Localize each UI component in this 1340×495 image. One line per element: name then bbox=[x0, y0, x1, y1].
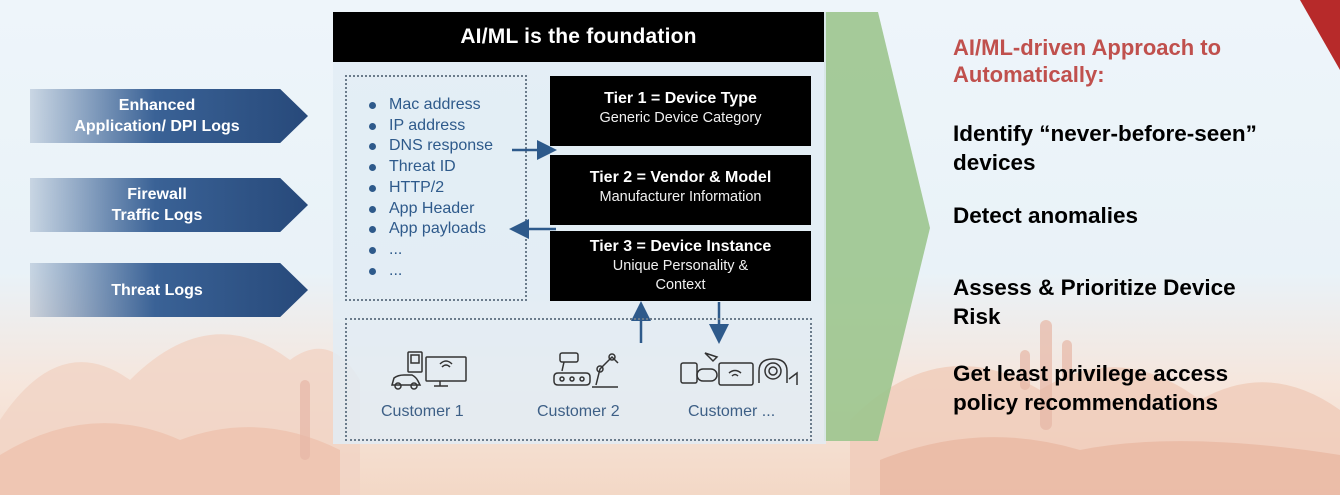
capability-line: devices bbox=[953, 150, 1036, 175]
camera-robot-arm-icon bbox=[553, 352, 619, 388]
capability-line: Get least privilege access bbox=[953, 361, 1229, 386]
panel-title: AI/ML is the foundation bbox=[333, 12, 824, 62]
tier-3-box: Tier 3 = Device Instance Unique Personal… bbox=[550, 231, 811, 301]
feature-item: IP address bbox=[369, 116, 493, 137]
approach-heading-line: AI/ML-driven Approach to bbox=[953, 35, 1222, 60]
car-kiosk-tv-icon bbox=[391, 351, 467, 390]
feature-item: Mac address bbox=[369, 95, 493, 116]
source-label: Traffic Logs bbox=[111, 207, 203, 224]
source-label: Enhanced bbox=[118, 97, 196, 114]
source-label: Threat Logs bbox=[111, 281, 203, 299]
source-label: Firewall bbox=[127, 186, 187, 203]
customers-box bbox=[345, 318, 812, 441]
capability-line: Identify “never-before-seen” bbox=[953, 121, 1257, 146]
tier-title: Tier 2 = Vendor & Model bbox=[589, 169, 772, 186]
capability-item: Identify “never-before-seen” devices bbox=[953, 119, 1338, 177]
source-arrow-threat-logs: Threat Logs bbox=[30, 263, 308, 317]
tier-1-box: Tier 1 = Device Type Generic Device Cate… bbox=[550, 76, 811, 146]
capability-line: Risk bbox=[953, 304, 1001, 329]
source-arrow-firewall-logs: Firewall Traffic Logs bbox=[30, 178, 308, 232]
source-arrow-dpi-logs: Enhanced Application/ DPI Logs bbox=[30, 89, 308, 143]
feature-item: App payloads bbox=[369, 219, 493, 240]
feature-item: Threat ID bbox=[369, 157, 493, 178]
capability-line: Detect anomalies bbox=[953, 203, 1139, 228]
feature-item: HTTP/2 bbox=[369, 178, 493, 199]
capability-item: Assess & Prioritize Device Risk bbox=[953, 273, 1338, 331]
customer-label: Customer ... bbox=[688, 403, 776, 420]
tier-subtitle: Generic Device Category bbox=[599, 110, 762, 126]
capability-line: Assess & Prioritize Device bbox=[953, 275, 1236, 300]
feature-list: Mac address IP address DNS response Thre… bbox=[369, 95, 493, 281]
approach-heading: AI/ML-driven Approach to Automatically: bbox=[953, 34, 1333, 88]
tier-title: Tier 3 = Device Instance bbox=[589, 238, 772, 255]
feature-item: ... bbox=[369, 240, 493, 261]
tier-subtitle: Context bbox=[655, 277, 706, 293]
tier-subtitle: Manufacturer Information bbox=[599, 189, 762, 205]
tier-subtitle: Unique Personality & bbox=[612, 258, 749, 274]
approach-heading-line: Automatically: bbox=[953, 62, 1105, 87]
feature-item: DNS response bbox=[369, 136, 493, 157]
source-label: Application/ DPI Logs bbox=[74, 118, 240, 135]
capability-item: Detect anomalies bbox=[953, 201, 1338, 230]
medical-devices-icon bbox=[680, 352, 798, 386]
feature-item: ... bbox=[369, 261, 493, 282]
customer-label: Customer 1 bbox=[381, 403, 464, 420]
tier-2-box: Tier 2 = Vendor & Model Manufacturer Inf… bbox=[550, 155, 811, 225]
customer-label: Customer 2 bbox=[537, 403, 620, 420]
feature-item: App Header bbox=[369, 199, 493, 220]
feature-list-box: Mac address IP address DNS response Thre… bbox=[345, 75, 527, 301]
capability-item: Get least privilege access policy recomm… bbox=[953, 359, 1338, 417]
capability-line: policy recommendations bbox=[953, 390, 1219, 415]
tier-title: Tier 1 = Device Type bbox=[604, 90, 757, 107]
